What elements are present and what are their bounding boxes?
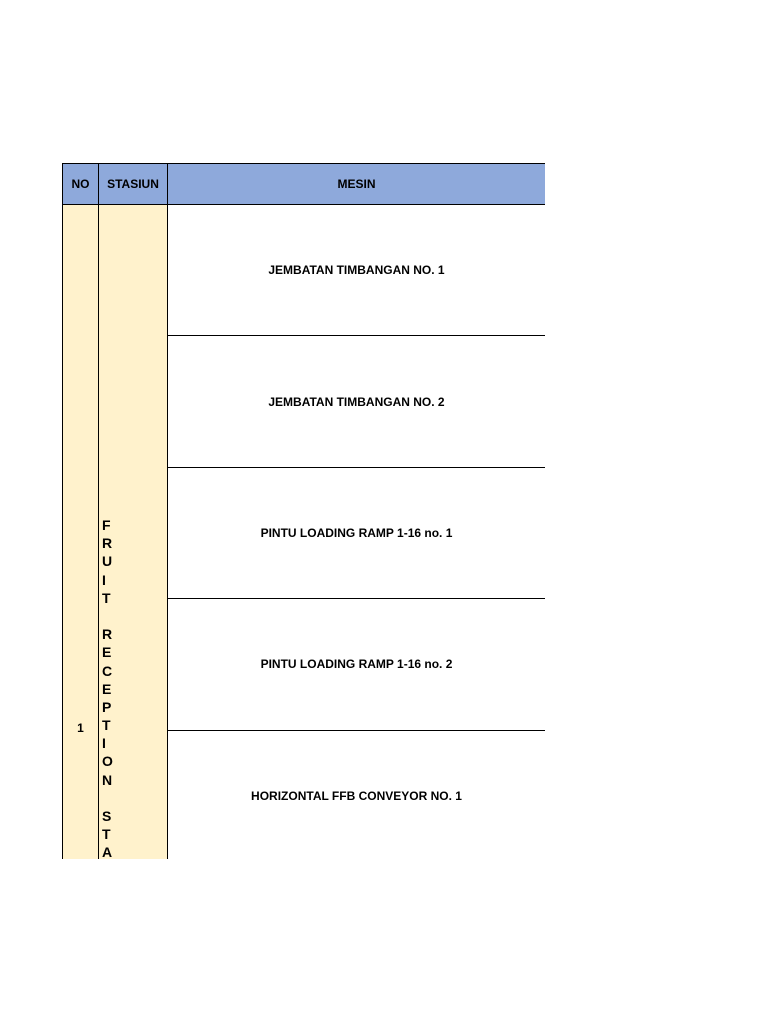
stasiun-letter: R bbox=[102, 535, 113, 552]
mesin-cell: JEMBATAN TIMBANGAN NO. 2 bbox=[167, 335, 545, 468]
stasiun-letter: F bbox=[102, 517, 111, 533]
stasiun-letter: E bbox=[102, 680, 112, 697]
stasiun-letter bbox=[102, 607, 167, 625]
table-row: PINTU LOADING RAMP 1-16 no. 1 bbox=[63, 466, 545, 600]
mesin-cell: PINTU LOADING RAMP 1-16 no. 2 bbox=[167, 598, 545, 731]
stasiun-letter: T bbox=[102, 826, 111, 843]
mesin-cell: HORIZONTAL FFB CONVEYOR NO. 1 bbox=[167, 729, 545, 859]
stasiun-letter: N bbox=[102, 771, 113, 788]
stasiun-letter: U bbox=[102, 553, 113, 570]
stasiun-letter: P bbox=[102, 698, 112, 715]
stasiun-letter: R bbox=[102, 626, 113, 643]
stasiun-letter: E bbox=[102, 644, 112, 661]
header-stasiun: STASIUN bbox=[98, 163, 168, 205]
table-row: HORIZONTAL FFB CONVEYOR NO. 1 bbox=[63, 729, 545, 859]
stasiun-letter: T bbox=[102, 589, 111, 606]
no-value: 1 bbox=[77, 721, 84, 735]
table-row: JEMBATAN TIMBANGAN NO. 2 bbox=[63, 335, 545, 468]
stasiun-letter: O bbox=[102, 753, 113, 770]
header-mesin: MESIN bbox=[167, 163, 545, 205]
stasiun-letter bbox=[102, 789, 167, 807]
stasiun-letter: T bbox=[102, 717, 111, 734]
table-row: PINTU LOADING RAMP 1-16 no. 2 bbox=[63, 598, 545, 731]
mesin-cell: PINTU LOADING RAMP 1-16 no. 1 bbox=[167, 466, 545, 600]
stasiun-letter: I bbox=[102, 735, 106, 752]
stasiun-letter: I bbox=[102, 571, 106, 588]
header-no: NO bbox=[62, 163, 99, 205]
mesin-cell: JEMBATAN TIMBANGAN NO. 1 bbox=[167, 203, 545, 337]
no-cell: 1 bbox=[62, 203, 99, 859]
stasiun-letter: S bbox=[102, 808, 112, 824]
stasiun-letter: C bbox=[102, 662, 113, 679]
header-row: NO STASIUN MESIN bbox=[62, 163, 545, 205]
stasiun-letter: A bbox=[102, 844, 113, 859]
